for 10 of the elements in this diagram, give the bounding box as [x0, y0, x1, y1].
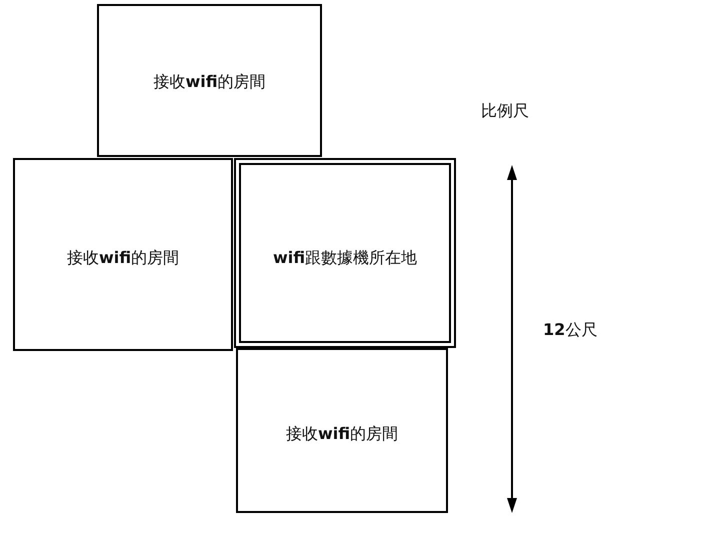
room-box — [13, 158, 233, 351]
scale-title: 比例尺 — [481, 101, 529, 122]
modem-room-box — [234, 158, 456, 348]
room-label: wifi跟數據機所在地 — [272, 248, 418, 269]
room-label: 接收wifi的房間 — [66, 248, 180, 269]
room-box — [97, 4, 322, 157]
scale-length: 12公尺 — [543, 320, 598, 341]
room-box — [236, 348, 448, 513]
room-label: 接收wifi的房間 — [284, 424, 400, 445]
room-label: 接收wifi的房間 — [152, 72, 267, 93]
